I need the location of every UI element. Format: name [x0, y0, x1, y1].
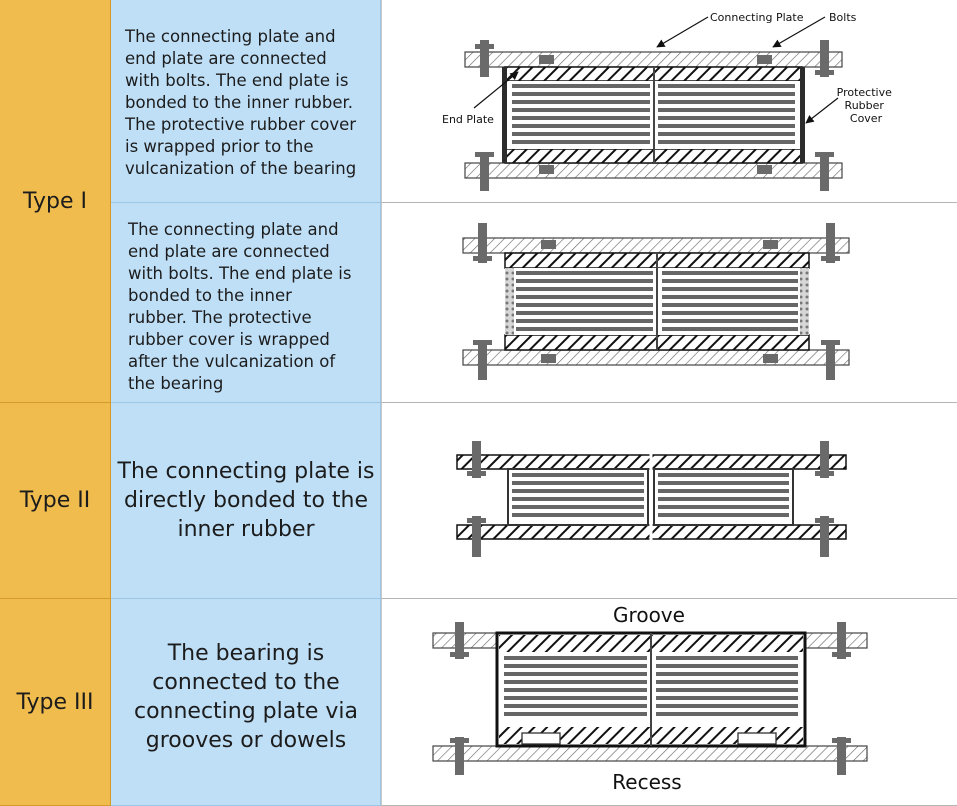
type-cell-type-2: Type II — [0, 403, 111, 599]
description-text: The bearing is connected to the connecti… — [133, 641, 359, 753]
description-cell-type-1b: The connecting plate and end plate are c… — [111, 203, 381, 403]
type-label: Type III — [16, 689, 94, 715]
figure-cell-type-1a — [381, 0, 957, 203]
description-cell-type-3: The bearing is connected to the connecti… — [111, 599, 381, 806]
description-cell-type-1a: The connecting plate and end plate are c… — [111, 0, 381, 203]
description-cell-type-2: The connecting plate is directly bonded … — [111, 403, 381, 599]
type-label: Type II — [19, 488, 91, 513]
type-label: Type I — [22, 188, 87, 214]
description-text: The connecting plate and end plate are c… — [125, 27, 357, 178]
description-text: The connecting plate is directly bonded … — [117, 459, 375, 542]
figure-cell-type-3 — [381, 599, 957, 806]
type-cell-type-1: Type I — [0, 0, 111, 403]
description-text: The connecting plate and end plate are c… — [128, 220, 352, 393]
type-cell-type-3: Type III — [0, 599, 111, 806]
figure-cell-type-1b — [381, 203, 957, 403]
figure-cell-type-2 — [381, 403, 957, 599]
